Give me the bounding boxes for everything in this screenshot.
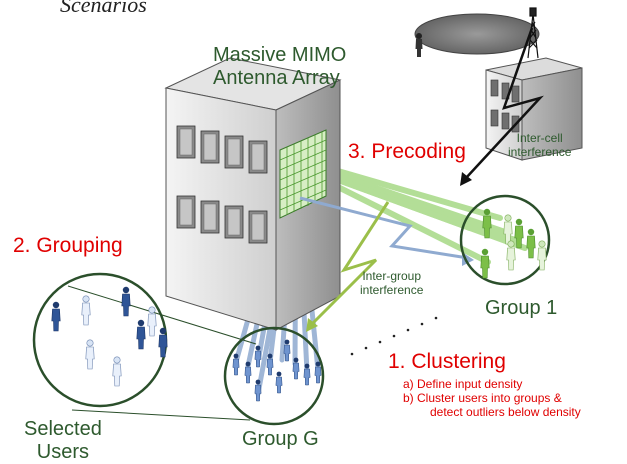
neighbor-building-icon — [485, 57, 583, 161]
intergroup-label-line1: Inter-group — [362, 269, 422, 283]
clustering-steps: a) Define input density b) Cluster users… — [403, 377, 581, 419]
intercell-label-line2: interference — [508, 144, 572, 159]
selected-users-cluster — [32, 272, 257, 421]
selected-users-label: Selected Users — [24, 418, 102, 464]
clustering-step-b-cont: detect outliers below density — [430, 404, 581, 419]
grouping-label: 2. Grouping — [13, 234, 123, 257]
group-g-label: Group G — [242, 428, 319, 450]
clustering-step-b: b) Cluster users into groups & — [403, 390, 562, 405]
intergroup-label: Inter-group interference — [360, 269, 424, 298]
antenna-tower-icon — [527, 7, 539, 59]
intercell-label: Inter-cell interference — [508, 131, 572, 160]
selected-users-label-line1: Selected — [24, 418, 102, 440]
group-1-cluster — [459, 194, 551, 286]
more-groups-dots — [350, 316, 438, 356]
remote-user-icon — [415, 33, 423, 57]
group-g-cluster — [223, 326, 325, 426]
clustering-title: 1. Clustering — [388, 350, 506, 373]
intergroup-label-line2: interference — [360, 282, 424, 297]
clustering-step-a: a) Define input density — [403, 377, 523, 391]
antenna-array-label-line2: Antenna Array — [213, 67, 340, 89]
intergroup-lightning-arrow-green — [306, 201, 390, 332]
antenna-array-label-line1: Massive MIMO — [213, 44, 347, 66]
intercell-label-line1: Inter-cell — [516, 131, 563, 145]
header-text: Scenarios — [60, 0, 147, 17]
coverage-ellipse-icon — [414, 13, 540, 55]
group-1-label: Group 1 — [485, 297, 558, 319]
intercell-lightning-arrow — [460, 27, 544, 186]
selected-users-label-line2: Users — [36, 441, 90, 463]
main-building-icon — [164, 57, 342, 331]
precoding-label: 3. Precoding — [348, 140, 466, 163]
antenna-array-label: Massive MIMO Antenna Array — [213, 44, 346, 90]
antenna-array-icon — [279, 129, 327, 219]
